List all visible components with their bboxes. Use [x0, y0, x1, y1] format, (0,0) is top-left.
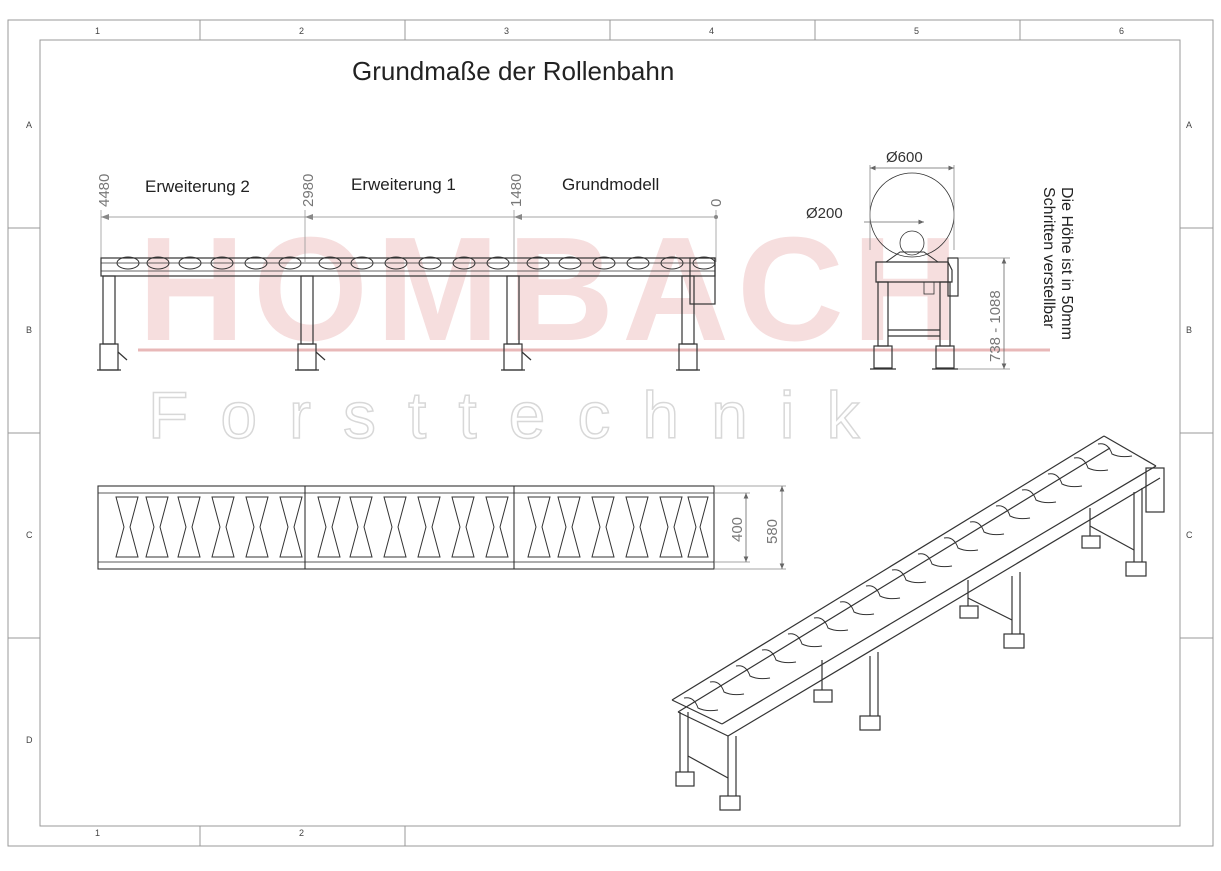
dim-height-range: 738 - 1088: [987, 290, 1004, 362]
zone-col-6: 6: [1119, 26, 1124, 36]
zone-labels: 1 2 3 4 5 6 1 2 A B C D A B C: [26, 26, 1193, 838]
dim-diameter-600: Ø600: [886, 149, 923, 166]
page-title: Grundmaße der Rollenbahn: [352, 56, 674, 86]
zone-row-d: D: [26, 735, 33, 745]
dim-diameter-200: Ø200: [806, 205, 843, 222]
isometric-view: [671, 435, 1165, 811]
iso-rollers: [683, 443, 1133, 712]
zone-row-c-right: C: [1186, 530, 1193, 540]
dim-width-580: 580: [764, 519, 781, 544]
side-view: [97, 210, 718, 371]
side-legs: [97, 275, 700, 371]
zone-col-bottom-2: 2: [299, 828, 304, 838]
zone-col-2: 2: [299, 26, 304, 36]
end-view: [864, 165, 1010, 370]
zone-col-1: 1: [95, 26, 100, 36]
zone-col-4: 4: [709, 26, 714, 36]
zone-col-bottom-1: 1: [95, 828, 100, 838]
dim-0: 0: [708, 199, 725, 207]
dim-1480: 1480: [508, 174, 525, 207]
top-view-labels: 400 580: [729, 517, 781, 544]
end-view-labels: Ø600 Ø200 738 - 1088 Die Höhe ist in 50m…: [806, 149, 1075, 362]
top-view: [97, 485, 786, 570]
dim-width-400: 400: [729, 517, 746, 542]
section-label-erweiterung-2: Erweiterung 2: [145, 177, 250, 196]
zone-col-3: 3: [504, 26, 509, 36]
side-rollers: [116, 256, 716, 270]
section-label-grundmodell: Grundmodell: [562, 175, 659, 194]
iso-legs: [675, 488, 1147, 811]
zone-row-a-right: A: [1186, 120, 1192, 130]
height-note-line-1: Die Höhe ist in 50mm: [1058, 187, 1075, 340]
zone-col-5: 5: [914, 26, 919, 36]
watermark-sub: Forsttechnik: [148, 378, 891, 452]
zone-row-b-right: B: [1186, 325, 1192, 335]
top-rollers: [115, 496, 709, 558]
sheet-frame: [7, 19, 1214, 847]
watermark-brand: HOMBACH: [138, 207, 967, 372]
watermark-logo: HOMBACH Forsttechnik: [138, 207, 1050, 453]
dim-4480: 4480: [96, 174, 113, 207]
side-view-labels: Erweiterung 2 Erweiterung 1 Grundmodell …: [96, 174, 725, 207]
zone-row-a: A: [26, 120, 32, 130]
zone-row-c: C: [26, 530, 33, 540]
dim-2980: 2980: [300, 174, 317, 207]
section-label-erweiterung-1: Erweiterung 1: [351, 175, 456, 194]
height-note-line-2: Schritten verstellbar: [1040, 187, 1057, 329]
zone-row-b: B: [26, 325, 32, 335]
